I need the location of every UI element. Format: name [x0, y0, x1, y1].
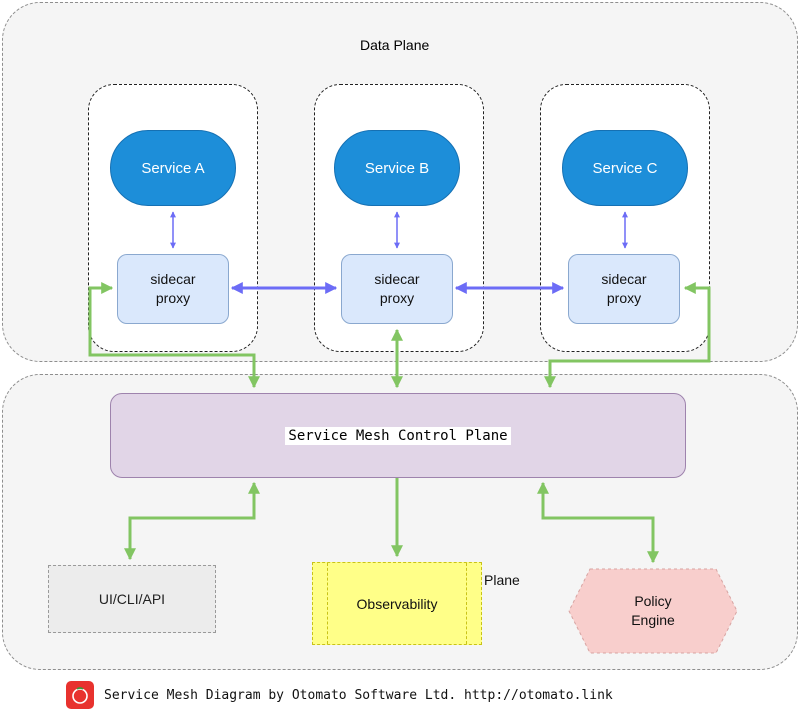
- sidecar-proxy-b-label: sidecar proxy: [374, 271, 420, 306]
- control-plane-node[interactable]: Service Mesh Control Plane: [110, 393, 686, 478]
- link-proxy-c-control: [544, 282, 711, 389]
- policy-engine-hexagon: [568, 568, 738, 654]
- observability-node[interactable]: Observability: [312, 562, 482, 645]
- stray-plane-label: Plane: [484, 572, 520, 588]
- sidecar-proxy-b[interactable]: sidecar proxy: [341, 254, 453, 324]
- link-control-ui: [124, 481, 260, 561]
- data-plane-title: Data Plane: [360, 37, 430, 53]
- service-b-node[interactable]: Service B: [334, 130, 460, 206]
- link-proxy-a-control: [88, 282, 260, 389]
- footer: Service Mesh Diagram by Otomato Software…: [66, 680, 613, 710]
- policy-engine-node[interactable]: Policy Engine: [568, 568, 738, 654]
- observability-label: Observability: [356, 595, 438, 612]
- service-a-node[interactable]: Service A: [110, 130, 236, 206]
- otomato-logo-icon: [66, 681, 94, 709]
- control-plane-label: Service Mesh Control Plane: [285, 426, 511, 445]
- link-control-policy: [537, 481, 659, 564]
- service-c-node[interactable]: Service C: [562, 130, 688, 206]
- policy-engine-label: Policy Engine: [631, 593, 675, 628]
- footer-credit[interactable]: Service Mesh Diagram by Otomato Software…: [104, 687, 613, 703]
- observability-divider-left: [327, 563, 328, 644]
- observability-divider-right: [466, 563, 467, 644]
- ui-cli-api-node[interactable]: UI/CLI/API: [48, 565, 216, 633]
